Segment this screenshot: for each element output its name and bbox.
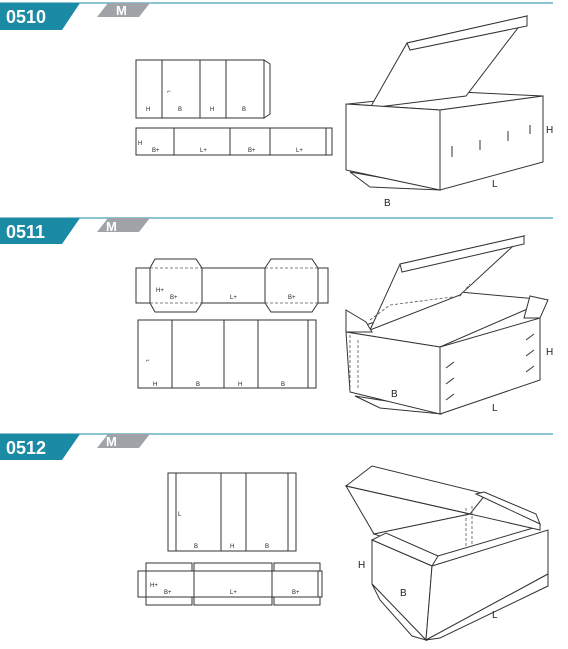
size-badge-bg (97, 3, 150, 17)
panel-mark: H+ (150, 583, 158, 589)
panel-label: H (238, 382, 242, 388)
dim-label-b: B (384, 198, 391, 209)
dim-label-b: B (400, 588, 407, 599)
flat-blank-bottom: ⌐ H B H B (137, 319, 317, 389)
flat-blank-bottom: H B+ L+ B+ L+ (135, 127, 333, 156)
panel-label: B (265, 544, 269, 550)
panel-label: B+ (164, 590, 172, 596)
section-0510: M 0510 H B H B ⌐ H B+ L+ B+ L+ (0, 2, 553, 209)
dim-label-h: H (358, 560, 365, 571)
box-code: 0512 (6, 438, 46, 458)
code-badge-bg (0, 3, 80, 30)
size-badge: M (116, 3, 127, 18)
panel-label: L+ (230, 590, 237, 596)
panel-label: B (242, 107, 246, 113)
panel-mark: H (138, 141, 142, 147)
panel-label: B+ (248, 148, 256, 154)
panel-label: H (153, 382, 157, 388)
panel-label: B (281, 382, 285, 388)
box-3d-0512: H L B (344, 465, 549, 642)
dim-label-l: L (492, 610, 498, 621)
panel-label: B (194, 544, 198, 550)
panel-label: H (210, 107, 214, 113)
panel-label: B+ (288, 295, 296, 301)
panel-label: H (230, 544, 234, 550)
code-badge-bg (0, 218, 80, 244)
panel-mark: L (178, 512, 182, 518)
panel-label: B (178, 107, 182, 113)
flat-blank-top: H B H B ⌐ (135, 59, 271, 119)
section-0511: M 0511 H+ B+ L+ B+ ⌐ H B H (0, 217, 553, 415)
dim-label-b: B (391, 389, 398, 400)
panel-label: B+ (170, 295, 178, 301)
size-badge-bg (97, 434, 150, 448)
dim-label-l: L (492, 179, 498, 190)
flat-blank-top: L B H B (167, 472, 297, 552)
flat-blank-top: H+ B+ L+ B+ (135, 258, 329, 313)
size-badge: M (106, 434, 117, 449)
box-3d-0511: H L B (345, 235, 553, 415)
box-3d-0510: H L B (345, 15, 553, 209)
dim-label-h: H (546, 125, 553, 136)
panel-label: L+ (296, 148, 303, 154)
panel-label: H (146, 107, 150, 113)
section-0512: M 0512 L B H B H+ (0, 433, 553, 642)
panel-label: L+ (200, 148, 207, 154)
box-code: 0511 (6, 222, 45, 242)
flat-blank-bottom: H+ B+ L+ B+ (137, 562, 323, 606)
code-badge-bg (0, 434, 80, 460)
panel-label: B (196, 382, 200, 388)
panel-mark: ⌐ (146, 358, 150, 364)
size-badge-bg (97, 218, 150, 232)
box-code: 0510 (6, 7, 46, 27)
dim-label-l: L (492, 403, 498, 414)
panel-mark: ⌐ (167, 89, 171, 95)
panel-label: B+ (292, 590, 300, 596)
panel-label: B+ (152, 148, 160, 154)
dim-label-h: H (546, 347, 553, 358)
panel-mark: H+ (156, 288, 164, 294)
size-badge: M (106, 219, 117, 234)
panel-label: L+ (230, 295, 237, 301)
